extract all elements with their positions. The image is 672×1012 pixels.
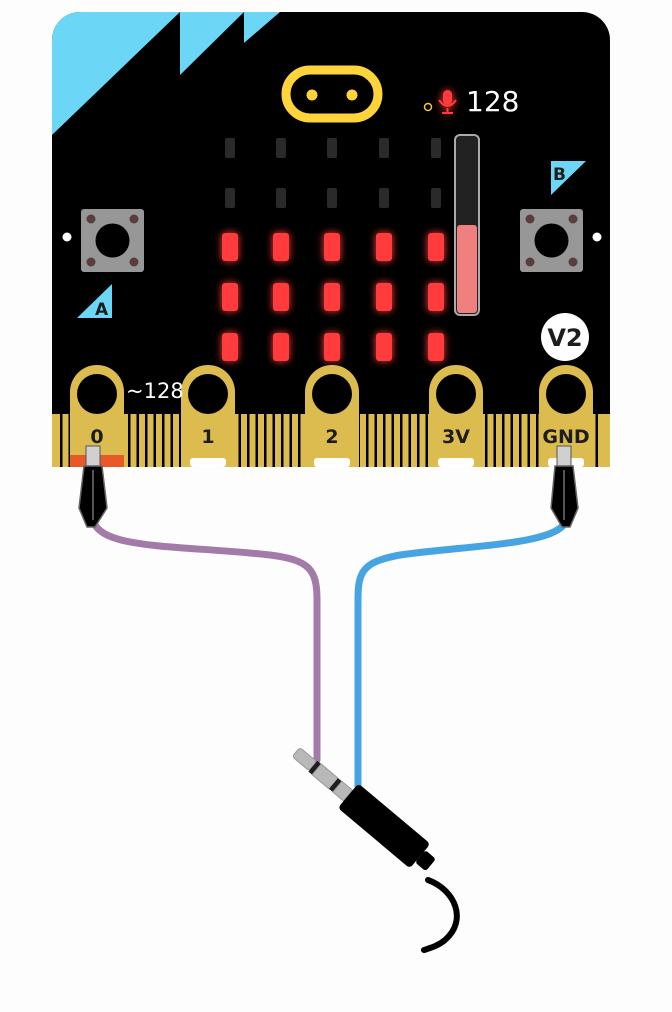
- edge-strip-gap: [145, 414, 148, 467]
- sound-level-indicator: 128: [423, 85, 519, 118]
- edge-strip-gap: [374, 414, 377, 467]
- svg-text:B: B: [553, 165, 566, 185]
- svg-text:3V: 3V: [442, 426, 470, 448]
- led-r3-c4: [428, 283, 444, 311]
- led-r0-c4: [431, 138, 441, 158]
- led-r1-c1: [276, 188, 286, 208]
- edge-strip-gap: [519, 414, 522, 467]
- led-r4-c3: [376, 333, 392, 361]
- button-b-label: B: [551, 161, 586, 195]
- button-a-label: A: [77, 284, 112, 320]
- edge-strip-gap: [255, 414, 258, 467]
- led-r2-c0: [222, 233, 238, 261]
- sound-level-slider[interactable]: [454, 134, 480, 316]
- edge-strip-gap: [281, 414, 284, 467]
- svg-text:1: 1: [201, 426, 214, 448]
- led-r2-c3: [376, 233, 392, 261]
- edge-strip-gap: [272, 414, 275, 467]
- svg-text:V2: V2: [547, 324, 582, 352]
- edge-strip-gap: [595, 414, 598, 467]
- led-r0-c1: [276, 138, 286, 158]
- led-r1-c2: [327, 188, 337, 208]
- edge-strip-gap: [162, 414, 165, 467]
- edge-strip-gap: [527, 414, 530, 467]
- led-r4-c1: [273, 333, 289, 361]
- edge-strip-gap: [289, 414, 292, 467]
- crocodile-clip-gnd: [550, 445, 579, 528]
- edge-strip-gap: [417, 414, 420, 467]
- svg-text:A: A: [95, 300, 109, 320]
- board-accent-stripes: [52, 12, 280, 135]
- edge-strip-gap: [425, 414, 428, 467]
- led-r2-c4: [428, 233, 444, 261]
- edge-strip-gap: [136, 414, 139, 467]
- edge-strip-gap: [408, 414, 411, 467]
- svg-text:2: 2: [325, 426, 338, 448]
- pin-3v[interactable]: 3V: [429, 365, 483, 467]
- sound-level-value: 128: [466, 85, 519, 118]
- edge-strip-gap: [536, 414, 539, 467]
- led-r4-c2: [324, 333, 340, 361]
- edge-strip-gap: [485, 414, 488, 467]
- microphone-icon: [438, 90, 457, 114]
- wire-gnd: [354, 516, 570, 804]
- led-r3-c1: [273, 283, 289, 311]
- edge-strip-gap: [391, 414, 394, 467]
- button-a[interactable]: [81, 209, 144, 272]
- led-r4-c4: [428, 333, 444, 361]
- led-r2-c2: [324, 233, 340, 261]
- button-a-dot: [62, 232, 72, 242]
- led-r3-c0: [222, 283, 238, 311]
- sound-level-fill: [457, 225, 477, 313]
- edge-strip-gap: [153, 414, 156, 467]
- edge-strip-gap: [510, 414, 513, 467]
- edge-strip-gap: [238, 414, 241, 467]
- headphone-jack-icon: [292, 748, 460, 953]
- logo-touch-icon[interactable]: [281, 65, 383, 123]
- led-r3-c3: [376, 283, 392, 311]
- led-r4-c0: [222, 333, 238, 361]
- led-r1-c3: [379, 188, 389, 208]
- edge-strip-gap: [493, 414, 496, 467]
- crocodile-clip-pin-0: [78, 445, 108, 528]
- button-b-dot: [592, 232, 602, 242]
- led-r1-c0: [225, 188, 235, 208]
- pin-gnd[interactable]: GND: [539, 365, 593, 467]
- led-r0-c2: [327, 138, 337, 158]
- edge-strip-gap: [400, 414, 403, 467]
- button-b[interactable]: [520, 209, 583, 272]
- led-matrix: [222, 138, 444, 361]
- edge-strip-gap: [366, 414, 369, 467]
- led-r2-c1: [273, 233, 289, 261]
- edge-strip-gap: [179, 414, 182, 467]
- wire-pin-0: [89, 516, 321, 764]
- pin-0-value: ~128: [126, 379, 184, 403]
- led-r1-c4: [431, 188, 441, 208]
- svg-text:GND: GND: [542, 426, 589, 448]
- edge-strip-gap: [383, 414, 386, 467]
- edge-strip-gap: [60, 414, 63, 467]
- edge-strip-gap: [264, 414, 267, 467]
- edge-strip-gap: [247, 414, 250, 467]
- led-r0-c0: [225, 138, 235, 158]
- pin-1[interactable]: 1: [181, 365, 235, 467]
- edge-strip-gap: [170, 414, 173, 467]
- edge-strip-gap: [502, 414, 505, 467]
- led-r0-c3: [379, 138, 389, 158]
- edge-strip-gap: [68, 414, 71, 467]
- svg-text:0: 0: [90, 426, 103, 448]
- edge-strip-gap: [298, 414, 301, 467]
- pin-2[interactable]: 2: [305, 365, 359, 467]
- version-badge: V2: [541, 313, 589, 361]
- edge-strip-gap: [128, 414, 131, 467]
- led-r3-c2: [324, 283, 340, 311]
